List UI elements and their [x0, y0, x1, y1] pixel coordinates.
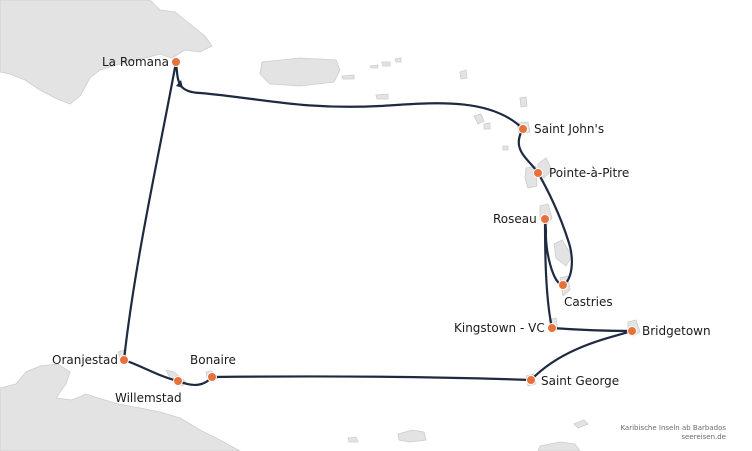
- land-martinique: [553, 239, 573, 267]
- port-label-willemstad: Willemstad: [115, 391, 182, 405]
- land-islet: [483, 122, 491, 130]
- port-markers: [119, 57, 637, 386]
- port-label-pointe-a-pitre: Pointe-à-Pitre: [549, 166, 630, 180]
- port-label-kingstown: Kingstown - VC: [454, 321, 545, 335]
- map-credit: Karibische Inseln ab Barbados seereisen.…: [620, 424, 726, 442]
- port-label-bonaire: Bonaire: [190, 353, 236, 367]
- port-label-castries: Castries: [564, 295, 613, 309]
- credit-title: Karibische Inseln ab Barbados: [620, 424, 726, 432]
- port-label-bridgetown: Bridgetown: [642, 324, 711, 338]
- port-marker-saint-johns[interactable]: [518, 124, 528, 134]
- land-islet: [473, 113, 485, 125]
- port-label-roseau: Roseau: [493, 212, 537, 226]
- port-marker-kingstown[interactable]: [547, 323, 557, 333]
- land-islet: [394, 57, 402, 63]
- land-south-america: [0, 363, 241, 451]
- credit-source: seereisen.de: [681, 433, 726, 441]
- port-marker-la-romana[interactable]: [171, 57, 181, 67]
- port-marker-bridgetown[interactable]: [627, 326, 637, 336]
- land-islet: [459, 69, 468, 80]
- land-layer: [0, 0, 641, 451]
- land-islet: [397, 429, 427, 443]
- port-label-oranjestad: Oranjestad: [52, 353, 118, 367]
- land-islet: [369, 64, 379, 69]
- port-label-la-romana: La Romana: [102, 55, 169, 69]
- land-islet: [347, 436, 359, 443]
- land-tobago: [573, 419, 589, 429]
- land-islet: [502, 145, 509, 151]
- port-marker-castries[interactable]: [558, 280, 568, 290]
- land-islet: [341, 74, 355, 80]
- land-hispaniola: [0, 0, 213, 105]
- land-islet: [381, 61, 391, 67]
- land-puerto-rico: [259, 57, 341, 87]
- land-islet: [375, 93, 389, 100]
- port-marker-saint-george[interactable]: [526, 375, 536, 385]
- cruise-route: [122, 60, 634, 387]
- land-islet: [519, 96, 528, 108]
- port-marker-willemstad[interactable]: [173, 376, 183, 386]
- port-marker-bonaire[interactable]: [207, 372, 217, 382]
- port-marker-oranjestad[interactable]: [119, 355, 129, 365]
- port-label-saint-johns: Saint John's: [534, 122, 605, 136]
- land-trinidad: [537, 441, 581, 451]
- route-arrow-icon: [176, 80, 183, 88]
- port-marker-roseau[interactable]: [540, 214, 550, 224]
- port-label-saint-george: Saint George: [541, 374, 620, 388]
- port-marker-pointe-a-pitre[interactable]: [533, 168, 543, 178]
